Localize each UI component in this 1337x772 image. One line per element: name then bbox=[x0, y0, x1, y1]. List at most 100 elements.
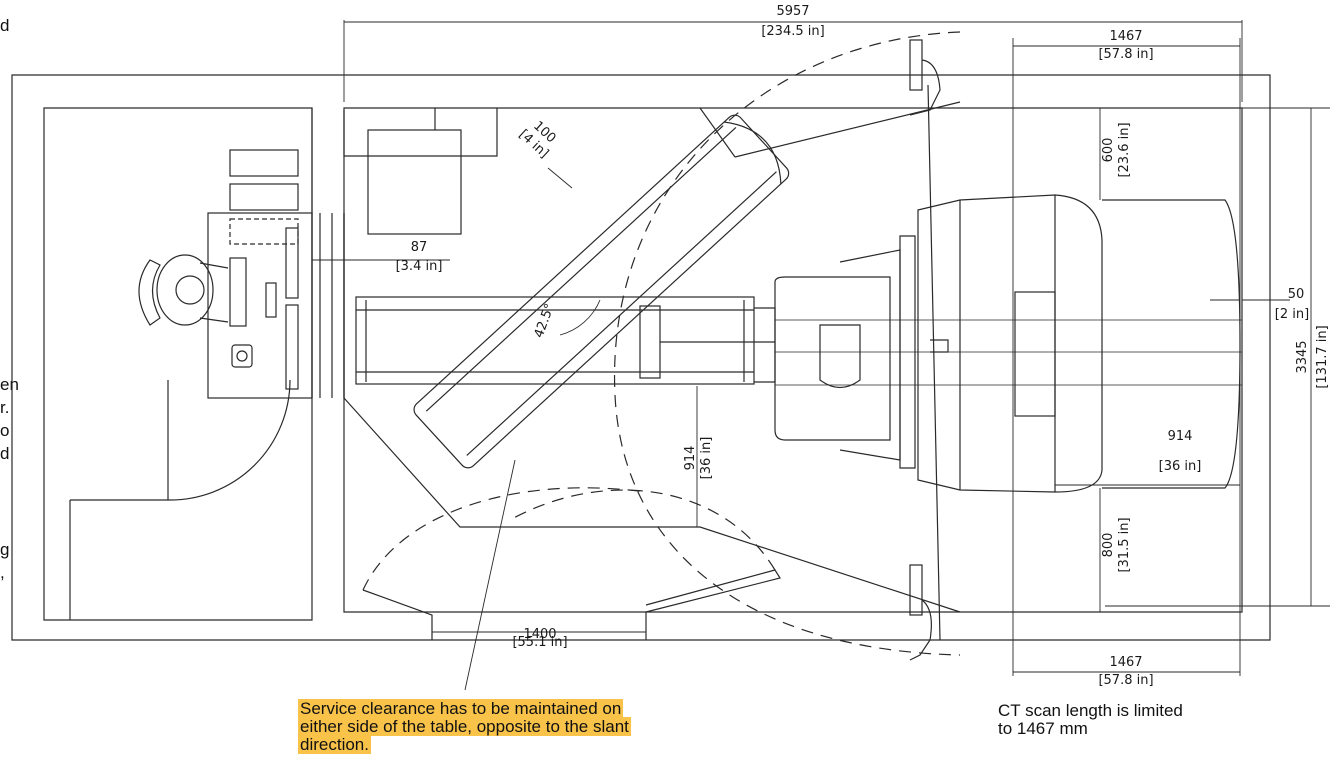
slant-angle-label: 42.5° bbox=[532, 302, 558, 340]
service-note-line-2: either side of the table, opposite to th… bbox=[298, 717, 631, 736]
table-base bbox=[639, 305, 661, 379]
edge-text-5: d bbox=[0, 444, 10, 463]
monitor-bottom bbox=[909, 564, 923, 616]
dim-1400-mm: 1400 bbox=[523, 627, 556, 642]
gantry-plate bbox=[899, 235, 916, 469]
door-swing-left bbox=[362, 487, 647, 591]
edge-text-7: , bbox=[0, 563, 5, 582]
dim-914-right-mm: 914 bbox=[1168, 429, 1193, 444]
lower-slant-wall bbox=[343, 397, 961, 613]
cabinet-box bbox=[367, 129, 462, 235]
window-wall bbox=[311, 108, 498, 398]
edge-text-6: g bbox=[0, 540, 10, 559]
slanted-rails bbox=[425, 127, 777, 456]
table-top bbox=[355, 296, 755, 385]
monitor-arm-bottom bbox=[909, 599, 932, 661]
patient-table bbox=[355, 296, 776, 385]
gantry-shoulder bbox=[839, 249, 901, 461]
upper-slant-wall bbox=[734, 101, 961, 158]
dimension-labels: 5957 [234.5 in] 1467 [57.8 in] 1467 [57.… bbox=[396, 4, 1330, 688]
dimension-lines bbox=[312, 20, 1330, 691]
monitor-arm-top bbox=[909, 59, 941, 116]
monitor-1 bbox=[285, 227, 299, 299]
dim-1467-top-in: [57.8 in] bbox=[1098, 47, 1153, 62]
table-cradle bbox=[754, 307, 776, 383]
dim-3345-mm: 3345 bbox=[1295, 340, 1310, 373]
service-leader bbox=[464, 459, 516, 691]
scan-door-right-leaf bbox=[645, 569, 781, 613]
operator-arms bbox=[199, 262, 229, 323]
dim-3345-in: [131.7 in] bbox=[1315, 325, 1330, 388]
dim-50-mm: 50 bbox=[1288, 287, 1305, 302]
slanted-table bbox=[413, 114, 790, 469]
control-door-swing bbox=[167, 379, 291, 501]
service-note-line-3: direction. bbox=[298, 735, 371, 754]
keyboard bbox=[229, 257, 247, 327]
dim-5957-in: [234.5 in] bbox=[761, 24, 824, 39]
mouse bbox=[231, 344, 253, 368]
dim-87-in: [3.4 in] bbox=[396, 259, 443, 274]
scan-room-walls bbox=[343, 101, 961, 640]
rail bbox=[927, 84, 941, 641]
dim-1467-bottom-mm: 1467 bbox=[1109, 655, 1142, 670]
ceiling-monitor bbox=[909, 39, 941, 661]
outer-wall bbox=[11, 74, 1271, 641]
scan-note-line-2: to 1467 mm bbox=[998, 719, 1088, 738]
mouse-pad bbox=[265, 282, 277, 318]
dim-1467-top-mm: 1467 bbox=[1109, 29, 1142, 44]
monitor-top bbox=[909, 39, 923, 91]
scan-length-note: CT scan length is limited to 1467 mm bbox=[998, 702, 1183, 738]
scan-note-line-1: CT scan length is limited bbox=[998, 701, 1183, 720]
slanted-table-top bbox=[413, 114, 790, 469]
gantry-swing-arc bbox=[613, 31, 961, 656]
mouse-wheel bbox=[236, 350, 248, 362]
swing-arcs bbox=[362, 31, 961, 656]
cabinet-1 bbox=[229, 149, 299, 177]
window-frame bbox=[311, 108, 345, 398]
dim-1467-bottom-in: [57.8 in] bbox=[1098, 673, 1153, 688]
gantry-front-cover bbox=[774, 276, 891, 441]
dim-600-mm: 600 bbox=[1101, 138, 1116, 163]
dim-914-left-mm: 914 bbox=[683, 446, 698, 471]
monitor-2 bbox=[285, 304, 299, 390]
dim-1400-in: [55.1 in] bbox=[512, 635, 567, 650]
gantry-ring bbox=[959, 195, 1056, 492]
room-walls bbox=[11, 74, 1271, 641]
control-room bbox=[43, 107, 313, 621]
edge-text-2: en bbox=[0, 375, 19, 394]
chair-back bbox=[138, 259, 161, 326]
dim-3345-line bbox=[1105, 107, 1330, 607]
angle-arc bbox=[559, 299, 601, 336]
gantry-rear bbox=[1102, 199, 1241, 489]
dim-5957-line bbox=[343, 20, 1243, 102]
ct-gantry bbox=[774, 194, 1242, 493]
cabinet-2 bbox=[229, 183, 299, 211]
edge-text-4: o bbox=[0, 421, 10, 440]
table-ends bbox=[365, 300, 745, 382]
dim-914-right-in: [36 in] bbox=[1159, 459, 1202, 474]
scan-room bbox=[343, 107, 1243, 613]
table-rails bbox=[356, 309, 754, 373]
upper-slant-join bbox=[699, 107, 736, 158]
dim-800-mm: 800 bbox=[1101, 533, 1116, 558]
dim-1467-lines bbox=[1012, 38, 1241, 676]
edge-text-1: d bbox=[0, 16, 10, 35]
console-desk bbox=[138, 149, 313, 399]
room-cabinet bbox=[343, 108, 498, 157]
chair-seat bbox=[156, 254, 214, 326]
dim-5957-mm: 5957 bbox=[776, 4, 809, 19]
scan-door-left-leaf bbox=[362, 589, 433, 640]
gantry-bore-front bbox=[819, 324, 861, 389]
gantry-housing bbox=[917, 194, 1103, 493]
keyboard-drawer bbox=[229, 218, 299, 245]
dim-100-line bbox=[547, 167, 573, 189]
slanted-head bbox=[724, 121, 782, 184]
axis-lines bbox=[775, 319, 1242, 386]
edge-text-3: r. bbox=[0, 398, 10, 417]
service-note-line-1: Service clearance has to be maintained o… bbox=[298, 699, 624, 718]
bore-window bbox=[1014, 291, 1056, 417]
door-swing-right bbox=[509, 489, 776, 571]
dim-87-mm: 87 bbox=[411, 240, 428, 255]
dim-800-in: [31.5 in] bbox=[1117, 517, 1132, 572]
